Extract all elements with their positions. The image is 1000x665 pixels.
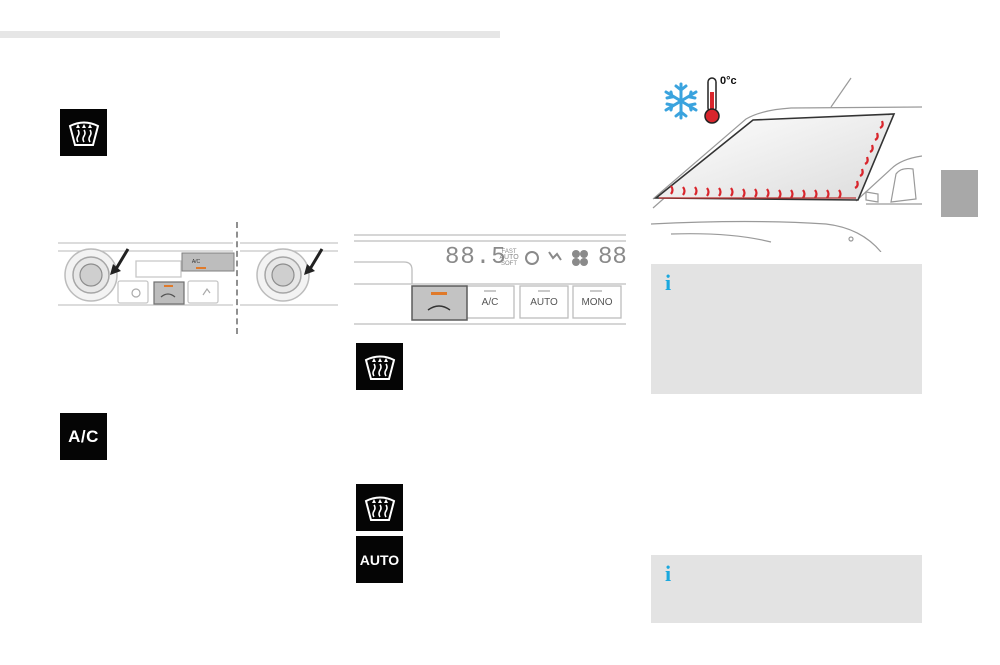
info-box-1: i: [651, 264, 922, 394]
display-temperature-left: 88.5: [445, 244, 507, 271]
control-panel-automatic: [354, 230, 626, 325]
info-icon-2: i: [665, 561, 672, 586]
auto-icon: AUTO: [356, 536, 403, 583]
windscreen-defrost-icon-3: [356, 484, 403, 531]
thermometer-label: 0°c: [720, 75, 737, 87]
info-box-2: i: [651, 555, 922, 623]
windscreen-illustration: [650, 74, 923, 253]
display-mode-flags: FAST AUTO SOFT: [499, 249, 519, 267]
panel-button-mono: MONO: [581, 297, 613, 308]
panel-button-auto: AUTO: [530, 297, 558, 308]
panel-button-ac: A/C: [481, 297, 499, 308]
windscreen-defrost-icon: [60, 109, 107, 156]
display-temperature-right: 88: [598, 244, 627, 271]
windscreen-defrost-icon-2: [356, 343, 403, 390]
ac-icon: A/C: [60, 413, 107, 460]
divider-dashed: [236, 222, 238, 334]
chapter-tab[interactable]: [941, 170, 978, 217]
header-strip: [0, 31, 500, 38]
info-icon: i: [665, 270, 672, 295]
control-panel-manual: [58, 235, 338, 310]
panel-ac-small-label: A/C: [191, 259, 201, 265]
